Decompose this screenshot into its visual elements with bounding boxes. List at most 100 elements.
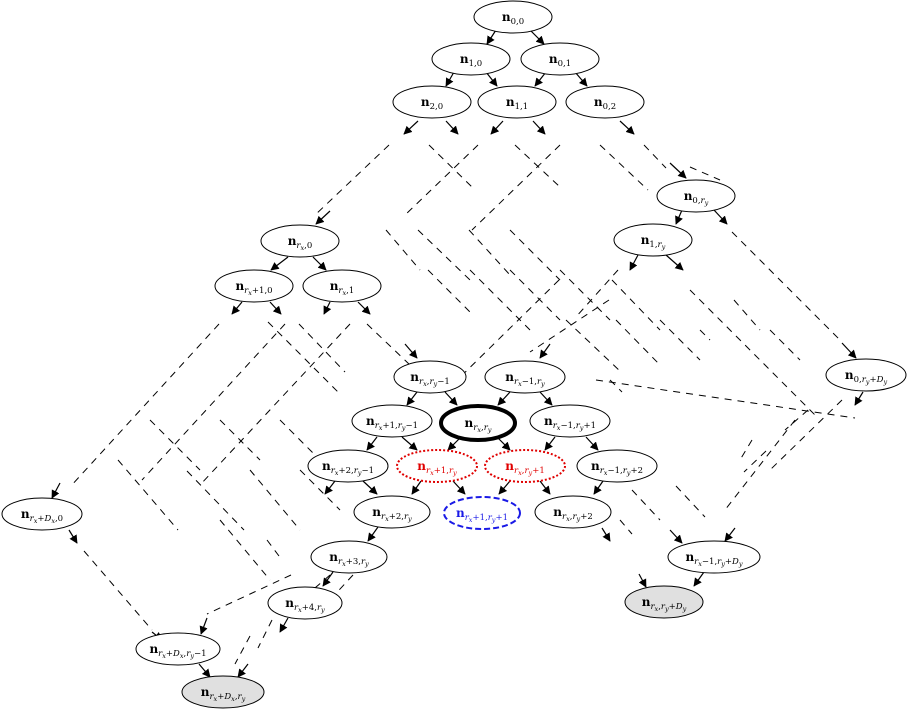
node-ellipse xyxy=(520,42,600,76)
dashed-continuation xyxy=(769,399,843,471)
node-nrxm1ry: nrx​−1,ry​ xyxy=(484,360,566,394)
dashed-continuation xyxy=(769,329,801,361)
node-ellipse xyxy=(565,85,645,119)
node-ellipse xyxy=(439,404,517,442)
node-ellipse xyxy=(529,404,611,438)
dashed-continuation xyxy=(266,539,283,561)
edge-arrow xyxy=(529,29,545,45)
edge-arrow xyxy=(485,71,498,87)
dashed-continuation xyxy=(689,289,816,416)
node-nrxm1ry1: nrx​−1,ry​+1 xyxy=(529,404,611,438)
node-ellipse xyxy=(393,360,467,394)
node-ellipse xyxy=(443,496,521,530)
node-label: n0,1 xyxy=(549,52,571,69)
dashed-continuation xyxy=(234,635,251,665)
node-label: n1,ry​ xyxy=(641,233,666,251)
dashed-continuation xyxy=(611,279,661,331)
dashed-continuation xyxy=(643,144,667,169)
node-ellipse xyxy=(473,0,553,34)
edge-arrow xyxy=(539,391,553,406)
edge-arrow xyxy=(68,529,78,544)
edge-arrow xyxy=(406,391,418,406)
dashed-continuation xyxy=(509,269,561,321)
dashed-continuation xyxy=(615,319,661,366)
node-ellipse xyxy=(534,495,612,529)
dashed-continuation xyxy=(404,144,479,216)
node-label: nrx​+2,ry​ xyxy=(372,505,412,523)
dashed-continuation xyxy=(619,519,633,535)
edge-arrow xyxy=(366,436,378,451)
dashed-continuation xyxy=(699,329,711,341)
dashed-continuation xyxy=(141,323,286,481)
edge-arrow xyxy=(669,162,687,179)
node-nrxryDy: nrx​,ry​+Dy​ xyxy=(624,585,704,619)
node-label: nrx​−1,ry​+1 xyxy=(544,414,596,432)
edge-arrow xyxy=(312,256,327,271)
node-nrxm1ryDy: nrx​−1,ry​+Dy​ xyxy=(667,540,761,574)
node-ellipse xyxy=(260,224,340,258)
edge-arrow xyxy=(231,301,243,315)
node-ellipse xyxy=(477,85,557,119)
node-nrxm1ry2: nrx​−1,ry​+2 xyxy=(576,449,658,483)
dashed-continuation xyxy=(279,419,321,461)
dashed-continuation xyxy=(784,409,809,431)
edge-arrow xyxy=(51,482,61,499)
node-n02: n0,2 xyxy=(565,85,645,119)
dashed-continuation xyxy=(298,323,346,373)
edge-arrow xyxy=(444,391,458,406)
dashed-continuation xyxy=(219,519,271,581)
dashed-continuation xyxy=(471,144,561,231)
dashed-continuation xyxy=(733,299,761,331)
edge-arrow xyxy=(498,480,511,495)
node-n11: n1,1 xyxy=(477,85,557,119)
edge-arrow xyxy=(322,571,334,587)
node-label: nrx​,ry​+1 xyxy=(505,459,544,477)
edge-arrow xyxy=(619,120,635,135)
edge-arrow xyxy=(323,301,332,315)
edge-arrow xyxy=(315,210,331,225)
node-ellipse xyxy=(310,540,388,574)
dashed-continuation xyxy=(509,229,561,281)
dashed-continuation xyxy=(385,229,421,271)
node-label: nrx​+3,ry​ xyxy=(329,550,369,568)
node-nrx1rym1: nrx​+1,ry​−1 xyxy=(351,404,433,438)
node-ellipse xyxy=(353,495,431,529)
dashed-continuation xyxy=(83,550,153,631)
node-ellipse xyxy=(351,404,433,438)
dashed-continuation xyxy=(743,450,767,473)
node-nrx1ry1: nrx​+1,ry​+1 xyxy=(443,496,521,530)
edge-arrow xyxy=(237,663,249,678)
dashed-continuation xyxy=(428,144,473,188)
node-label: nrx​+4,ry​ xyxy=(285,596,325,614)
edge-arrow xyxy=(357,301,371,315)
edge-arrow xyxy=(403,120,419,135)
dashed-continuation xyxy=(69,323,220,488)
node-n01: n0,1 xyxy=(520,42,600,76)
node-ellipse xyxy=(576,449,658,483)
node-ellipse xyxy=(392,85,472,119)
dashed-continuation xyxy=(468,229,511,276)
node-label: nrx​+1,ry​+1 xyxy=(456,506,508,524)
edge-arrow xyxy=(669,529,683,544)
node-label: nrx​−1,ry​+2 xyxy=(591,459,643,477)
node-nrxDxry: nrx​+Dx​,ry​ xyxy=(181,675,265,709)
edge-arrow xyxy=(854,391,864,406)
node-n10: n1,0 xyxy=(431,42,511,76)
dashed-continuation xyxy=(609,379,623,393)
node-nrxDx0: nrx​+Dx​,0 xyxy=(1,497,83,531)
edge-arrow xyxy=(534,71,547,87)
node-label: nrx​,ry​+Dy​ xyxy=(642,595,687,613)
edge-arrow xyxy=(367,526,379,542)
dashed-continuation xyxy=(599,144,649,191)
edge-arrow xyxy=(269,301,282,315)
node-ellipse xyxy=(135,632,221,666)
node-nrx0: nrx​,0 xyxy=(260,224,340,258)
edge-arrow xyxy=(638,573,647,588)
edge-arrow xyxy=(324,480,336,495)
edge-arrow xyxy=(713,209,728,225)
node-ellipse xyxy=(613,223,693,257)
node-ellipse xyxy=(267,586,343,620)
edge-arrow xyxy=(497,391,511,406)
edge-arrow xyxy=(447,437,461,451)
dashed-continuation xyxy=(199,323,351,486)
